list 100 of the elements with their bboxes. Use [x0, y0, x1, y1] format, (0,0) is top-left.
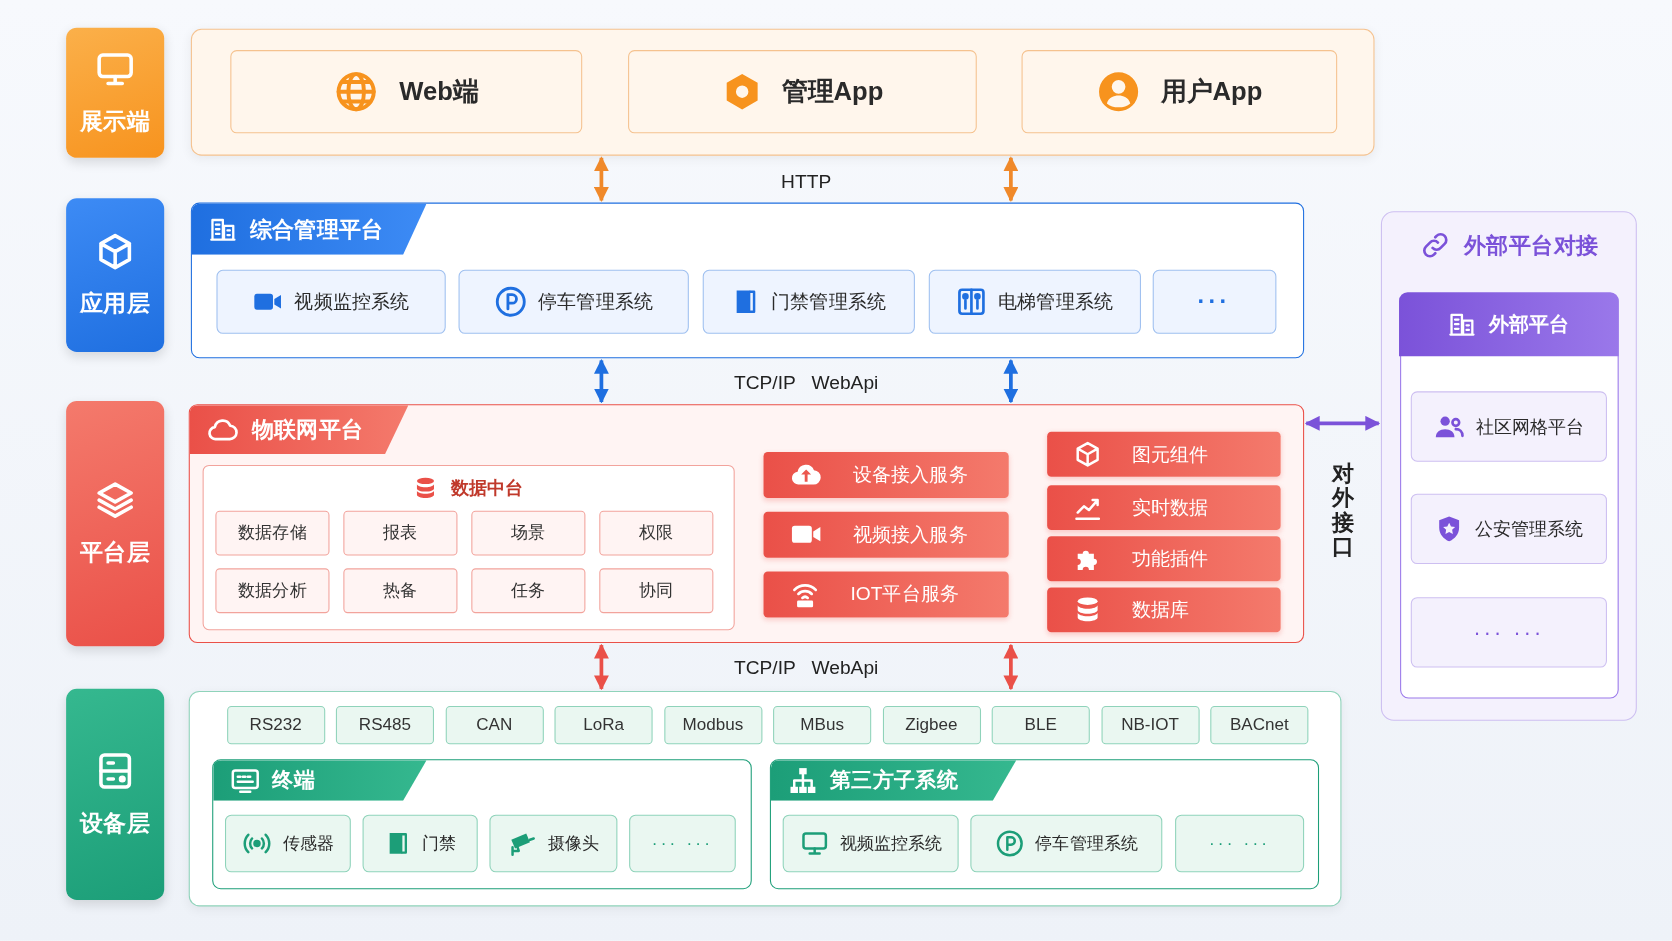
function-chip — [773, 705, 872, 744]
system-box — [1175, 814, 1305, 873]
system-box — [1410, 493, 1607, 565]
node-label: 终端 — [272, 766, 316, 794]
node-label: 设备接入服务 — [852, 462, 968, 488]
function-chip — [882, 705, 981, 744]
node-label: 外部平台 — [1488, 311, 1570, 337]
node-label: 公安管理系统 — [1474, 517, 1584, 542]
system-box — [782, 814, 959, 873]
node-label: 视频监控系统 — [839, 832, 943, 854]
node-label: 第三方子系统 — [830, 766, 959, 794]
function-chip — [343, 510, 458, 556]
system-box — [215, 269, 446, 334]
system-box — [229, 49, 582, 133]
node-label: 图元组件 — [1131, 442, 1209, 467]
double-arrow — [593, 358, 609, 404]
system-box — [225, 814, 351, 873]
function-chip — [226, 705, 325, 744]
node-label: 平台层 — [79, 537, 151, 568]
group-panel — [1399, 292, 1619, 698]
interface-label: 对外接口 — [1332, 460, 1355, 560]
node-label: ··· ··· — [1473, 620, 1545, 645]
service-box — [1046, 484, 1281, 530]
node-label: BLE — [1024, 714, 1057, 735]
node-label: ··· — [1197, 287, 1231, 316]
node-label: ··· ··· — [1209, 833, 1271, 854]
node-label: 设备层 — [79, 808, 151, 838]
protocol-label: TCP/IP WebApi — [733, 657, 879, 680]
layer-tag — [66, 688, 165, 900]
node-label: ··· ··· — [651, 833, 714, 854]
system-box — [458, 269, 689, 334]
node-label: MBus — [800, 714, 844, 735]
system-box — [362, 814, 478, 873]
layer-panel — [188, 691, 1342, 907]
node-label: 视频监控系统 — [294, 289, 410, 314]
node-label: 数据存储 — [238, 522, 307, 544]
node-label: 任务 — [511, 579, 546, 601]
node-label: 综合管理平台 — [249, 215, 384, 243]
function-chip — [335, 705, 434, 744]
double-arrow — [1304, 415, 1381, 431]
protocol-label: TCP/IP WebApi — [733, 371, 879, 394]
node-label: 电梯管理系统 — [998, 289, 1114, 314]
node-label: 停车管理系统 — [1035, 832, 1138, 854]
function-chip — [215, 568, 330, 614]
function-chip — [471, 568, 586, 614]
system-box — [970, 814, 1163, 873]
node-label: 数据分析 — [238, 579, 307, 601]
system-box — [1152, 269, 1276, 334]
service-box — [762, 451, 1009, 498]
node-label: Modbus — [682, 714, 744, 735]
group-panel — [1380, 211, 1637, 721]
layer-panel — [190, 28, 1375, 156]
node-label: LoRa — [583, 714, 624, 735]
node-label: 社区网格平台 — [1475, 415, 1585, 439]
node-label: 摄像头 — [548, 832, 600, 854]
node-label: RS232 — [249, 714, 302, 735]
node-label: 热备 — [383, 579, 418, 601]
group-panel — [202, 464, 735, 630]
node-label: 外部平台对接 — [1464, 231, 1599, 259]
function-chip — [991, 705, 1090, 744]
double-arrow — [1003, 358, 1019, 404]
node-label: 展示端 — [79, 106, 151, 137]
system-box — [928, 269, 1141, 334]
function-chip — [1101, 705, 1200, 744]
node-label: RS485 — [358, 714, 411, 735]
service-box — [762, 511, 1009, 558]
system-box — [1410, 391, 1607, 462]
group-panel — [188, 404, 1305, 643]
double-arrow — [593, 643, 609, 691]
function-chip — [554, 705, 653, 744]
function-chip — [599, 510, 714, 556]
service-box — [1046, 535, 1281, 581]
layer-tag — [66, 400, 165, 647]
node-label: 数据中台 — [451, 476, 524, 500]
node-label: IOT平台服务 — [850, 582, 960, 607]
system-box — [627, 49, 977, 133]
group-panel — [211, 758, 752, 889]
system-box — [1410, 597, 1607, 668]
node-label: 停车管理系统 — [537, 289, 654, 314]
service-box — [1046, 431, 1281, 477]
layer-tag — [66, 27, 165, 158]
group-panel — [769, 758, 1319, 889]
node-label: 场景 — [511, 522, 546, 544]
node-label: 报表 — [383, 522, 418, 544]
service-box — [762, 571, 1009, 617]
protocol-label: HTTP — [781, 171, 832, 194]
system-box — [702, 269, 915, 334]
node-label: 实时数据 — [1131, 495, 1209, 520]
system-box — [489, 814, 618, 873]
node-label: 管理App — [782, 75, 884, 108]
system-box — [629, 814, 736, 873]
node-label: 用户App — [1161, 75, 1263, 108]
node-label: NB-IOT — [1121, 714, 1179, 735]
node-label: 门禁管理系统 — [770, 289, 887, 314]
node-label: BACnet — [1229, 714, 1289, 735]
node-label: 传感器 — [282, 832, 334, 854]
function-chip — [599, 568, 714, 614]
node-label: 功能插件 — [1131, 546, 1209, 571]
node-label: 应用层 — [79, 289, 151, 319]
double-arrow — [593, 156, 609, 202]
